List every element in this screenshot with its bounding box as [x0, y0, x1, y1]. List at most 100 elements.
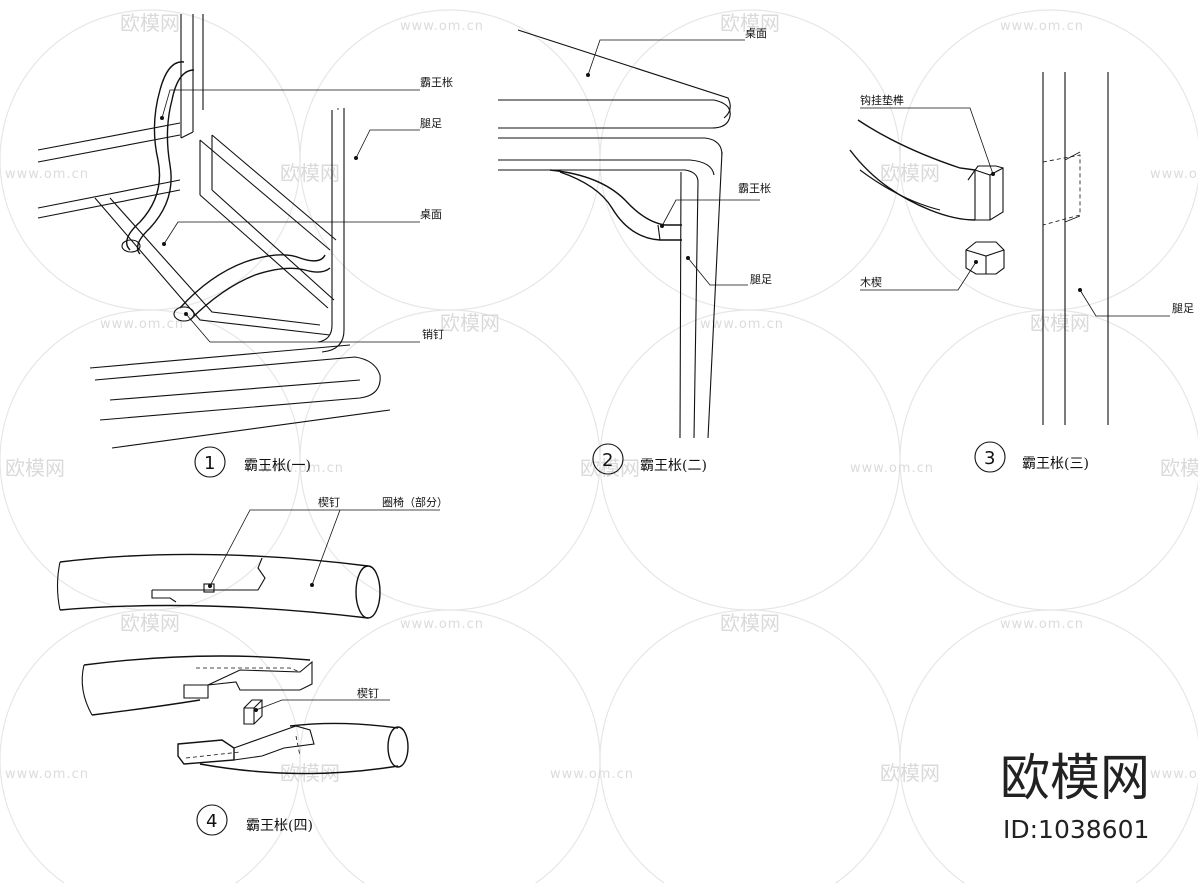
lower-piece-joint: [233, 725, 315, 761]
watermark-brand: 欧模网: [720, 611, 780, 635]
leader-dot: [184, 312, 188, 316]
hook-tenon-top: [967, 165, 1004, 181]
upper-piece-end: [81, 664, 93, 716]
figure-2: 桌面 霸王枨 腿足 2 霸王枨(二): [498, 27, 772, 475]
leader-dot: [660, 224, 664, 228]
label-xieding-top: 楔钉: [318, 496, 340, 509]
apron-line: [498, 137, 723, 156]
figure-number: 1: [204, 453, 215, 474]
watermark-brand: 欧模网: [120, 611, 180, 635]
leader-xiaoding: [185, 313, 420, 343]
label-xiaoding: 销钉: [422, 327, 444, 341]
assembled-joint-seam: [151, 557, 266, 603]
watermark-url: www.om.cn: [550, 767, 634, 782]
figure-number-circle: [194, 446, 226, 478]
leader-xieding-top: [209, 509, 340, 587]
watermark-brand: 欧模网: [720, 11, 780, 35]
upper-piece-top: [83, 655, 311, 666]
lower-piece-top: [289, 722, 399, 729]
leader-dot: [310, 583, 314, 587]
leader-dot: [586, 73, 590, 77]
figure-number-circle: [592, 443, 624, 475]
brace-mid: [859, 169, 941, 211]
label-tuizu: 腿足: [1172, 302, 1194, 315]
assembled-bottom: [59, 604, 369, 619]
leader-dot: [686, 256, 690, 260]
label-tuizu: 腿足: [750, 273, 772, 286]
figure-caption: 霸王枨(二): [640, 458, 707, 474]
leader-dot: [991, 172, 995, 176]
leader-dot: [1078, 288, 1082, 292]
figure-number-circle: [974, 441, 1006, 473]
brand-id: ID:1038601: [1003, 815, 1150, 844]
frame-inner-rail: [199, 189, 335, 309]
watermark-brand: 欧模网: [1030, 311, 1090, 335]
leg: [679, 151, 723, 439]
figure-number: 2: [602, 450, 613, 471]
upper-piece-bottom: [91, 699, 201, 716]
leader-zhuomian: [587, 39, 745, 76]
frame-right-rail: [199, 134, 337, 251]
watermark-brand: 欧模网: [280, 161, 340, 185]
figure-caption: 霸王枨(四): [246, 818, 313, 834]
label-zhuomian: 桌面: [745, 27, 767, 40]
label-baowangchen: 霸王枨: [420, 75, 453, 89]
label-tuizu: 腿足: [420, 117, 442, 130]
figure-caption: 霸王枨(三): [1022, 456, 1089, 472]
assembled-left-end: [56, 561, 61, 611]
label-baowangchen: 霸王枨: [738, 181, 771, 195]
leader-dot: [254, 708, 258, 712]
hook-tenon: [974, 167, 1004, 221]
lower-piece-tenon: [177, 739, 235, 765]
watermark-url: www.om.cn: [5, 767, 89, 782]
label-quanyi: 圈椅（部分）: [382, 495, 448, 509]
upper-piece-tenon: [183, 660, 313, 699]
watermark-url: www.om.cn: [1150, 167, 1198, 182]
brace-lower: [559, 171, 682, 241]
leader-tuizu: [355, 129, 420, 159]
leader-muxie: [860, 261, 977, 291]
leader-dot: [974, 260, 978, 264]
figure-4: 楔钉 圈椅（部分） 楔钉 4 霸王枨(四): [56, 495, 448, 836]
watermark-url: www.om.cn: [1000, 19, 1084, 34]
leader-xieding-bottom: [255, 699, 390, 711]
label-zhuomian: 桌面: [420, 208, 442, 221]
figure-caption: 霸王枨(一): [244, 458, 311, 474]
brace-joint-lower: [173, 306, 195, 322]
watermark-brand-marks: 欧模网 欧模网 欧模网 欧模网 欧模网 欧模网 欧模网 欧模网 欧模网 欧模网 …: [5, 11, 1198, 785]
back-post: [180, 14, 194, 139]
label-xieding-bottom: 楔钉: [357, 687, 379, 700]
watermark-brand: 欧模网: [120, 11, 180, 35]
leg: [317, 108, 345, 353]
mortise-edge: [1064, 151, 1081, 223]
lower-piece-end: [387, 726, 409, 768]
brace-end: [657, 224, 661, 241]
lower-piece-hidden: [185, 735, 301, 759]
watermark-url: www.om.cn: [1150, 767, 1198, 782]
leader-dot: [160, 116, 164, 120]
watermark-brand: 欧模网: [5, 456, 65, 480]
brace-lower-inner: [189, 267, 331, 321]
tabletop-edge: [498, 99, 731, 129]
mortise: [1042, 154, 1081, 226]
watermark-url: www.om.cn: [700, 317, 784, 332]
watermark-layer: 欧模网 欧模网 欧模网 欧模网 欧模网 欧模网 欧模网 欧模网 欧模网 欧模网 …: [0, 9, 1198, 883]
tabletop-top-line: [517, 29, 731, 119]
label-gouguasun: 钩挂垫榫: [860, 93, 904, 107]
apron-lower: [498, 159, 715, 183]
watermark-brand: 欧模网: [580, 456, 640, 480]
leader-dot: [354, 156, 358, 160]
leader-dot: [162, 242, 166, 246]
watermark-url: www.om.cn: [100, 317, 184, 332]
watermark-url: www.om.cn: [1000, 617, 1084, 632]
watermark-url: www.om.cn: [400, 617, 484, 632]
figure-3: 钩挂垫榫 木楔 腿足 3 霸王枨(三): [849, 72, 1194, 473]
watermark-brand: 欧模网: [440, 311, 500, 335]
wedge-pin: [243, 699, 263, 725]
figure-number-circle: [196, 804, 228, 836]
leader-baowangchen: [661, 199, 760, 227]
leader-zhuomian: [163, 221, 420, 245]
figure-number: 4: [206, 811, 217, 832]
watermark-brand: 欧模网: [880, 761, 940, 785]
